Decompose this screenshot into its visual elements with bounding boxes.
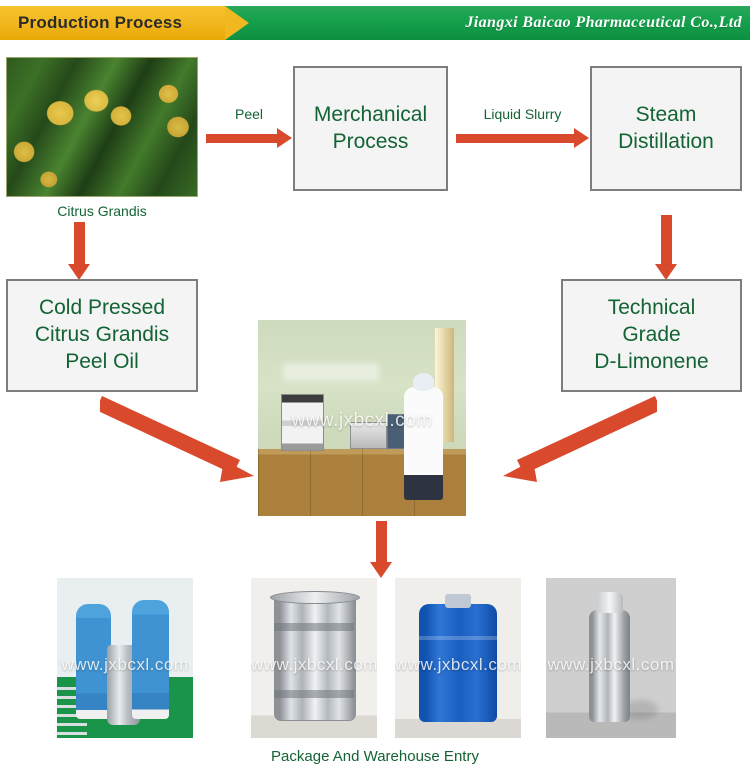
page-header-banner: Production Process Jiangxi Baicao Pharma… bbox=[0, 6, 750, 40]
drum-body bbox=[273, 594, 357, 721]
caption-package-warehouse: Package And Warehouse Entry bbox=[271, 748, 479, 765]
photo-citrus-grandis bbox=[6, 57, 198, 197]
arrow-head bbox=[655, 264, 677, 280]
jerrycan-cap bbox=[445, 594, 471, 609]
photo-blue-jerrycan: www.jxbcxl.com bbox=[395, 578, 521, 738]
lab-printer bbox=[349, 421, 387, 450]
bottle-body bbox=[588, 610, 631, 722]
worker-right bbox=[131, 600, 169, 719]
arrow-liquid-slurry bbox=[456, 128, 589, 148]
photo-quality-control-lab: www.jxbcxl.com bbox=[258, 320, 466, 516]
arrow-shaft bbox=[517, 396, 657, 474]
arrow-head bbox=[277, 128, 292, 148]
arrow-shaft bbox=[73, 222, 85, 264]
lab-technician-cap bbox=[412, 372, 434, 391]
photo-workers-packaging: www.jxbcxl.com bbox=[57, 578, 193, 738]
arrow-citrus-to-cold-pressed bbox=[68, 222, 90, 280]
photo-galvanized-drum: www.jxbcxl.com bbox=[251, 578, 377, 738]
caption-citrus-grandis: Citrus Grandis bbox=[57, 203, 147, 219]
page-title: Production Process bbox=[18, 13, 183, 32]
company-name: Jiangxi Baicao Pharmaceutical Co.,Ltd bbox=[465, 14, 742, 31]
lab-technician bbox=[403, 386, 444, 501]
worker-left bbox=[76, 603, 112, 719]
drum-band-upper bbox=[273, 622, 355, 631]
bottle-neck bbox=[596, 592, 623, 614]
bottle-shadow bbox=[624, 699, 658, 719]
arrow-label-liquid-slurry: Liquid Slurry bbox=[483, 106, 562, 122]
arrow-head bbox=[220, 460, 254, 482]
arrow-peel bbox=[206, 128, 292, 148]
header-tab-chevron-icon bbox=[225, 6, 249, 40]
lab-wall-glow bbox=[282, 363, 379, 381]
arrow-head bbox=[68, 264, 90, 280]
arrow-head bbox=[503, 460, 537, 482]
arrow-lab-to-packaging bbox=[370, 521, 392, 578]
arrow-shaft bbox=[206, 133, 277, 143]
photo-aluminium-bottle: www.jxbcxl.com bbox=[546, 578, 676, 738]
arrow-shaft bbox=[660, 215, 672, 264]
jerrycan-body bbox=[418, 603, 498, 722]
jerrycan-rib bbox=[418, 635, 498, 641]
lab-hplc-instrument bbox=[280, 394, 325, 452]
arrow-head bbox=[370, 562, 392, 578]
drum-band-lower bbox=[273, 690, 355, 698]
arrow-shaft bbox=[456, 133, 574, 143]
arrow-label-peel: Peel bbox=[234, 106, 264, 122]
arrow-cold-pressed-to-lab bbox=[100, 396, 254, 482]
arrow-technical-grade-to-lab bbox=[503, 396, 657, 482]
drum-rim bbox=[269, 590, 361, 604]
arrow-steam-to-technical-grade bbox=[655, 215, 677, 280]
arrow-head bbox=[574, 128, 589, 148]
arrow-shaft bbox=[100, 396, 240, 474]
header-tab: Production Process bbox=[0, 6, 225, 40]
arrow-shaft bbox=[375, 521, 387, 562]
